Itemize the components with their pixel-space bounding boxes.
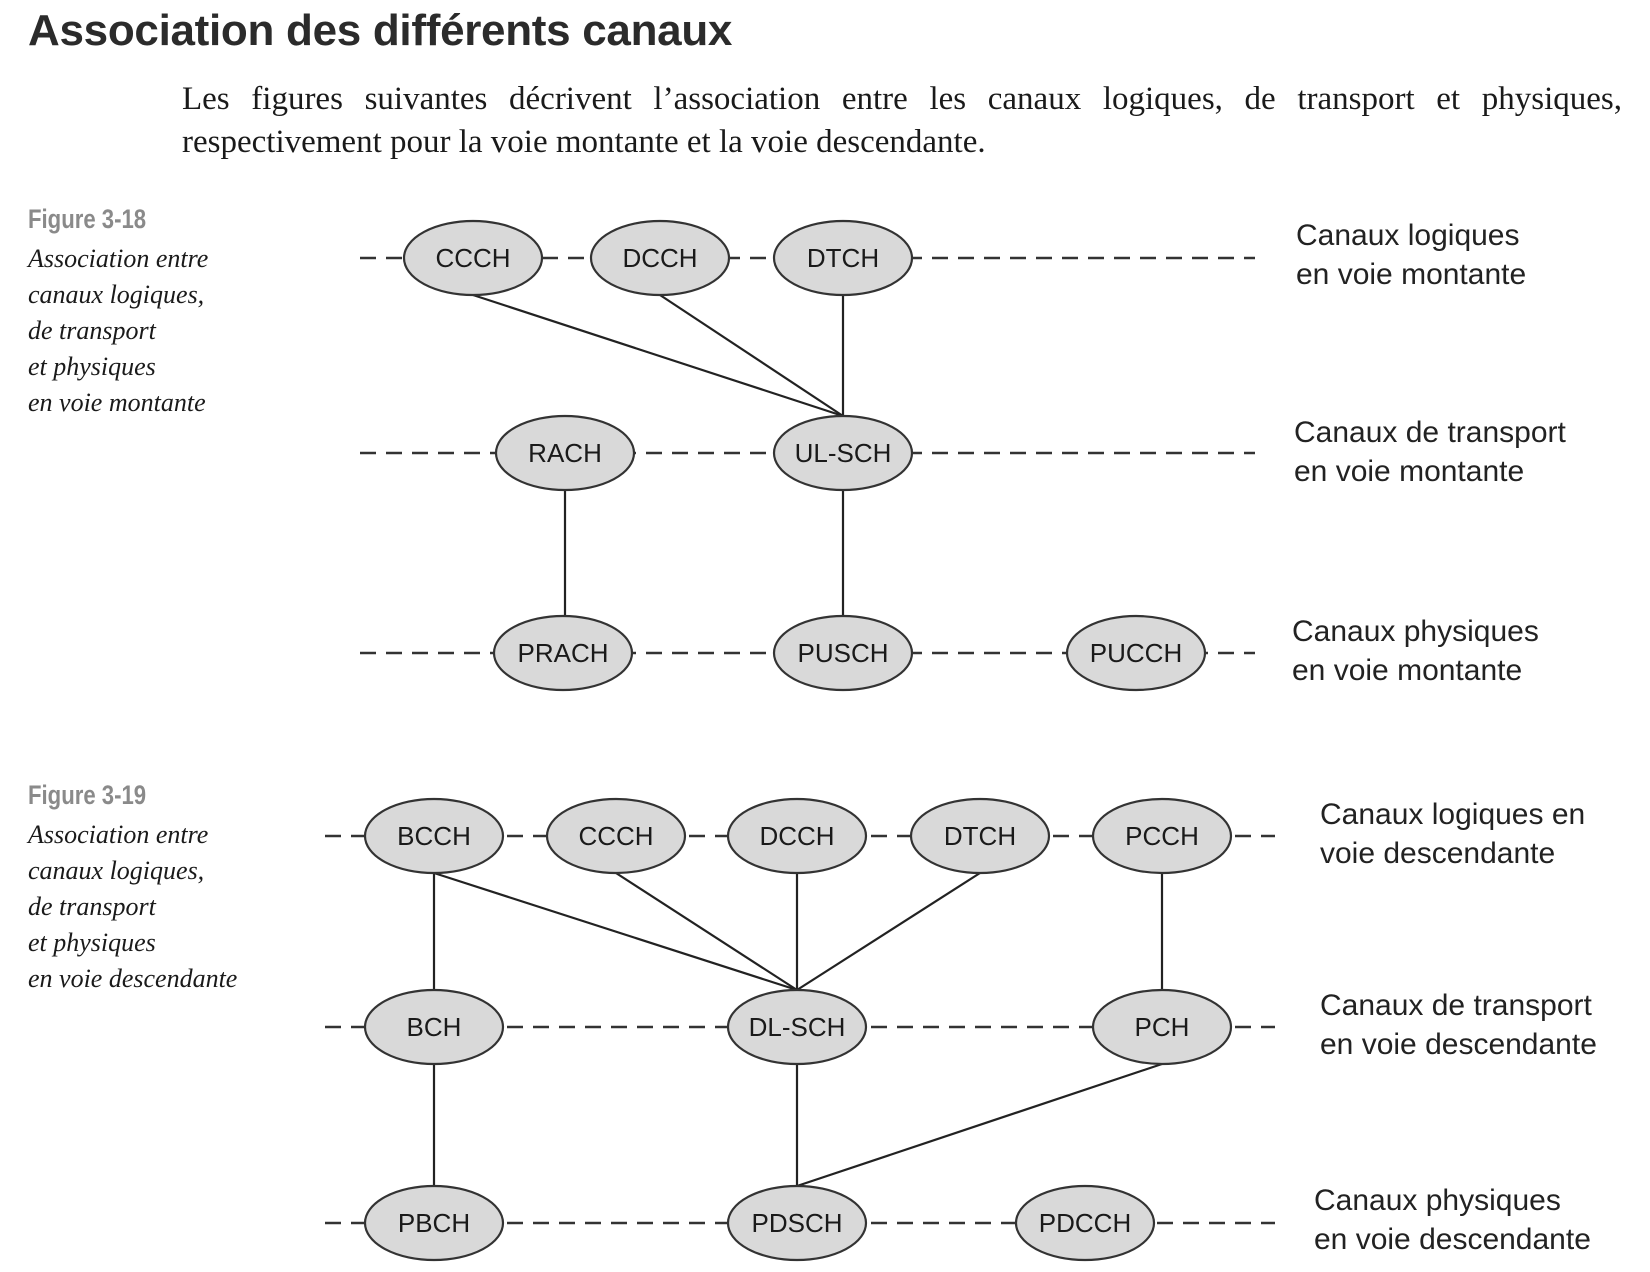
row-label-line: en voie montante bbox=[1296, 258, 1527, 291]
node-pbch: PBCH bbox=[363, 1184, 505, 1262]
figure-19-caption-line: de transport bbox=[28, 892, 156, 921]
figure-18-caption-line: et physiques bbox=[28, 352, 156, 381]
page-heading: Association des différents canaux bbox=[28, 6, 733, 55]
svg-text:CCCH: CCCH bbox=[435, 243, 510, 273]
svg-text:RACH: RACH bbox=[528, 438, 602, 468]
row-label-line: Canaux physiques bbox=[1292, 615, 1539, 648]
svg-text:DL-SCH: DL-SCH bbox=[749, 1012, 846, 1042]
row-label-line: Canaux physiques bbox=[1314, 1184, 1561, 1217]
svg-text:DCCH: DCCH bbox=[622, 243, 697, 273]
fig19-transport-row-label: Canaux de transport en voie descendante bbox=[1320, 986, 1597, 1064]
node-rach: RACH bbox=[494, 414, 636, 492]
svg-text:DTCH: DTCH bbox=[807, 243, 879, 273]
figure-19-caption-line: canaux logiques, bbox=[28, 856, 205, 885]
fig18-logical-row-label: Canaux logiques en voie montante bbox=[1296, 216, 1526, 294]
svg-text:BCCH: BCCH bbox=[397, 821, 471, 851]
row-label-line: Canaux logiques bbox=[1296, 219, 1520, 252]
figure-18-caption-line: en voie montante bbox=[28, 388, 206, 417]
figure-18-caption-line: de transport bbox=[28, 316, 156, 345]
node-bcch: BCCH bbox=[363, 797, 505, 875]
figure-19-caption-line: Association entre bbox=[28, 820, 209, 849]
svg-text:PCCH: PCCH bbox=[1125, 821, 1199, 851]
fig19-logical-row-label: Canaux logiques en voie descendante bbox=[1320, 795, 1585, 873]
svg-text:PDCCH: PDCCH bbox=[1039, 1208, 1131, 1238]
node-ul-sch: UL-SCH bbox=[772, 414, 914, 492]
node-dcch: DCCH bbox=[726, 797, 868, 875]
intro-line-2: respectivement pour la voie montante et … bbox=[182, 124, 986, 160]
row-label-line: Canaux logiques en bbox=[1320, 798, 1586, 831]
fig18-physical-row-label: Canaux physiques en voie montante bbox=[1292, 612, 1539, 690]
figure-19-number: Figure 3-19 bbox=[28, 780, 147, 810]
row-label-line: en voie montante bbox=[1292, 654, 1523, 687]
link-dtch-dlsch bbox=[796, 872, 981, 991]
node-pusch: PUSCH bbox=[772, 614, 914, 692]
link-ccch-dlsch bbox=[615, 872, 798, 991]
svg-text:DCCH: DCCH bbox=[759, 821, 834, 851]
node-pch: PCH bbox=[1091, 988, 1233, 1066]
row-label-line: en voie montante bbox=[1294, 455, 1525, 488]
row-label-line: Canaux de transport bbox=[1320, 989, 1592, 1022]
figure-19-caption-line: et physiques bbox=[28, 928, 156, 957]
node-pdcch: PDCCH bbox=[1014, 1184, 1156, 1262]
figure-18-caption-line: canaux logiques, bbox=[28, 280, 205, 309]
link-dcch-ulsch bbox=[659, 294, 844, 417]
link-bcch-dlsch bbox=[433, 871, 798, 992]
figure-18-caption: Figure 3-18 Association entre canaux log… bbox=[28, 204, 208, 421]
intro-line-1: Les figures suivantes décrivent l’associ… bbox=[182, 81, 1622, 117]
node-dcch: DCCH bbox=[589, 219, 731, 297]
node-ccch: CCCH bbox=[402, 219, 544, 297]
figure-18-caption-line: Association entre bbox=[28, 244, 209, 273]
svg-text:PUSCH: PUSCH bbox=[797, 638, 888, 668]
node-dl-sch: DL-SCH bbox=[726, 988, 868, 1066]
node-dtch: DTCH bbox=[772, 219, 914, 297]
node-pucch: PUCCH bbox=[1065, 614, 1207, 692]
node-dtch: DTCH bbox=[909, 797, 1051, 875]
fig19-physical-row-label: Canaux physiques en voie descendante bbox=[1314, 1181, 1591, 1259]
node-ccch: CCCH bbox=[545, 797, 687, 875]
figure-19-caption-line: en voie descendante bbox=[28, 964, 238, 993]
node-pcch: PCCH bbox=[1091, 797, 1233, 875]
svg-text:UL-SCH: UL-SCH bbox=[795, 438, 892, 468]
svg-text:CCCH: CCCH bbox=[578, 821, 653, 851]
figure-19-caption: Figure 3-19 Association entre canaux log… bbox=[28, 780, 237, 997]
row-label-line: Canaux de transport bbox=[1294, 416, 1566, 449]
link-ccch-ulsch bbox=[472, 293, 844, 418]
node-pdsch: PDSCH bbox=[726, 1184, 868, 1262]
svg-text:PUCCH: PUCCH bbox=[1090, 638, 1182, 668]
row-label-line: voie descendante bbox=[1320, 837, 1556, 870]
figure-19-diagram: BCCH CCCH DCCH DTCH PCCH BCH DL-SCH PCH … bbox=[325, 797, 1275, 1262]
row-label-line: en voie descendante bbox=[1320, 1028, 1597, 1061]
svg-text:DTCH: DTCH bbox=[944, 821, 1016, 851]
svg-text:PRACH: PRACH bbox=[517, 638, 608, 668]
svg-text:PBCH: PBCH bbox=[398, 1208, 470, 1238]
figure-18-diagram: CCCH DCCH DTCH RACH UL-SCH PRACH PUSCH P… bbox=[360, 219, 1255, 692]
figure-18-number: Figure 3-18 bbox=[28, 204, 147, 234]
svg-text:PDSCH: PDSCH bbox=[751, 1208, 842, 1238]
node-prach: PRACH bbox=[492, 614, 634, 692]
svg-text:BCH: BCH bbox=[407, 1012, 462, 1042]
svg-text:PCH: PCH bbox=[1135, 1012, 1190, 1042]
link-pch-pdsch bbox=[796, 1062, 1163, 1188]
fig18-transport-row-label: Canaux de transport en voie montante bbox=[1294, 413, 1566, 491]
intro-paragraph: Les figures suivantes décrivent l’associ… bbox=[182, 78, 1622, 164]
row-label-line: en voie descendante bbox=[1314, 1223, 1591, 1256]
node-bch: BCH bbox=[363, 988, 505, 1066]
